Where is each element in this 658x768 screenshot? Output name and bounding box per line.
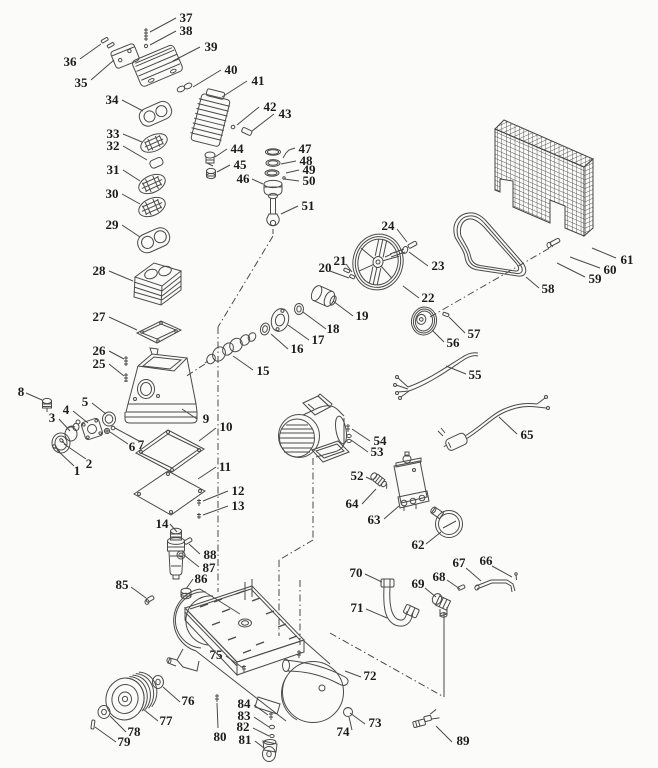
svg-text:39: 39	[205, 39, 219, 54]
svg-text:7: 7	[138, 437, 145, 452]
svg-text:63: 63	[368, 512, 382, 527]
svg-text:28: 28	[93, 263, 107, 278]
svg-text:30: 30	[106, 186, 119, 201]
svg-text:31: 31	[107, 162, 120, 177]
svg-text:20: 20	[319, 260, 332, 275]
svg-text:22: 22	[422, 290, 435, 305]
svg-text:88: 88	[204, 547, 218, 562]
svg-text:74: 74	[337, 724, 351, 739]
svg-text:36: 36	[64, 54, 78, 69]
svg-text:60: 60	[604, 262, 617, 277]
svg-text:78: 78	[128, 724, 142, 739]
svg-text:58: 58	[542, 281, 556, 296]
svg-text:83: 83	[238, 708, 252, 723]
svg-text:84: 84	[238, 696, 252, 711]
svg-text:29: 29	[106, 217, 120, 232]
svg-text:77: 77	[160, 713, 174, 728]
svg-text:16: 16	[291, 341, 305, 356]
svg-text:75: 75	[210, 647, 224, 662]
svg-text:76: 76	[182, 693, 196, 708]
svg-text:68: 68	[433, 569, 447, 584]
svg-text:47: 47	[299, 141, 313, 156]
svg-text:59: 59	[589, 271, 603, 286]
svg-text:27: 27	[93, 309, 107, 324]
svg-text:70: 70	[350, 565, 363, 580]
svg-text:64: 64	[346, 496, 360, 511]
svg-text:3: 3	[49, 410, 56, 425]
svg-text:34: 34	[106, 92, 120, 107]
svg-text:33: 33	[107, 126, 121, 141]
svg-text:81: 81	[239, 732, 252, 747]
svg-text:86: 86	[195, 571, 209, 586]
svg-text:44: 44	[231, 141, 245, 156]
svg-text:43: 43	[279, 106, 293, 121]
svg-text:6: 6	[129, 439, 136, 454]
svg-text:62: 62	[412, 537, 425, 552]
svg-text:19: 19	[356, 308, 370, 323]
svg-text:85: 85	[116, 577, 130, 592]
svg-text:17: 17	[312, 332, 326, 347]
svg-text:37: 37	[180, 10, 194, 25]
svg-text:35: 35	[75, 75, 89, 90]
svg-text:61: 61	[621, 252, 634, 267]
svg-text:87: 87	[203, 560, 217, 575]
svg-text:57: 57	[468, 326, 482, 341]
svg-text:25: 25	[93, 356, 107, 371]
svg-text:69: 69	[412, 576, 426, 591]
svg-text:24: 24	[382, 218, 396, 233]
svg-text:82: 82	[237, 719, 250, 734]
svg-text:71: 71	[351, 600, 364, 615]
svg-text:14: 14	[156, 516, 170, 531]
svg-text:54: 54	[374, 433, 388, 448]
svg-text:49: 49	[303, 162, 317, 177]
svg-text:80: 80	[214, 729, 227, 744]
svg-text:56: 56	[447, 335, 461, 350]
svg-text:67: 67	[453, 555, 467, 570]
svg-text:48: 48	[300, 153, 314, 168]
svg-text:50: 50	[303, 173, 316, 188]
svg-text:41: 41	[252, 73, 265, 88]
svg-text:65: 65	[521, 427, 535, 442]
svg-text:55: 55	[469, 367, 483, 382]
svg-text:73: 73	[369, 715, 383, 730]
svg-text:72: 72	[364, 668, 377, 683]
svg-text:42: 42	[264, 99, 277, 114]
svg-text:18: 18	[327, 321, 341, 336]
svg-text:9: 9	[203, 411, 210, 426]
svg-text:10: 10	[220, 419, 233, 434]
svg-text:1: 1	[74, 463, 81, 478]
svg-text:26: 26	[93, 343, 107, 358]
svg-text:38: 38	[180, 23, 194, 38]
svg-text:12: 12	[232, 483, 245, 498]
svg-text:40: 40	[225, 62, 238, 77]
svg-text:53: 53	[371, 444, 385, 459]
svg-text:21: 21	[334, 253, 347, 268]
svg-text:8: 8	[18, 384, 25, 399]
svg-text:13: 13	[232, 498, 246, 513]
svg-text:51: 51	[302, 198, 315, 213]
svg-text:66: 66	[480, 553, 494, 568]
svg-text:2: 2	[86, 456, 93, 471]
svg-text:15: 15	[257, 363, 271, 378]
svg-text:79: 79	[118, 734, 132, 749]
svg-text:45: 45	[234, 157, 248, 172]
svg-text:32: 32	[107, 138, 120, 153]
svg-text:23: 23	[432, 258, 446, 273]
svg-text:52: 52	[351, 468, 364, 483]
svg-text:89: 89	[457, 733, 471, 748]
svg-text:46: 46	[237, 171, 251, 186]
svg-text:5: 5	[82, 394, 89, 409]
svg-text:4: 4	[63, 402, 70, 417]
svg-text:11: 11	[219, 459, 231, 474]
